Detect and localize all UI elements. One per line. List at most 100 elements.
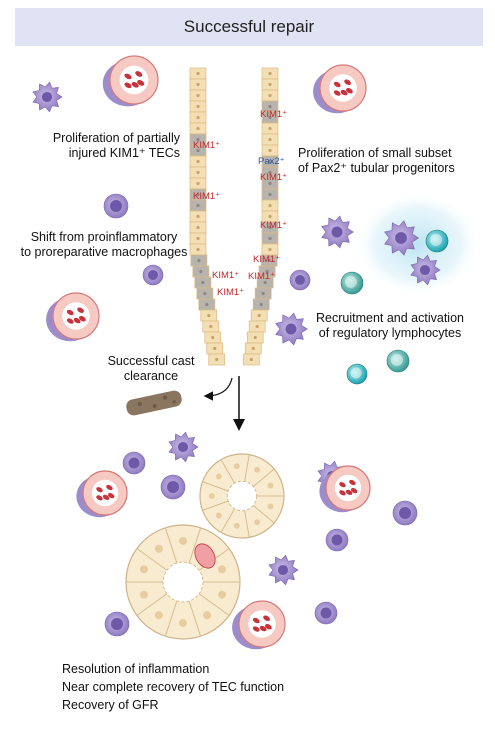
lymphocyte-glow bbox=[356, 192, 480, 296]
cell-nucleus bbox=[249, 357, 253, 362]
label-line: Recruitment and activation bbox=[316, 311, 464, 325]
cell-nucleus bbox=[201, 280, 205, 285]
cell-nucleus bbox=[196, 148, 200, 153]
cell-nucleus bbox=[268, 104, 272, 109]
blood-vessel bbox=[76, 470, 128, 518]
kim1-marker: KIM1⁺ bbox=[253, 254, 280, 265]
cell-nucleus bbox=[268, 126, 272, 131]
cell-nucleus bbox=[268, 225, 272, 230]
cell-nucleus bbox=[196, 159, 200, 164]
header-banner: Successful repair bbox=[15, 8, 483, 46]
cell-nucleus bbox=[261, 291, 265, 296]
cell-nucleus bbox=[253, 335, 257, 340]
label-line: Successful cast bbox=[107, 354, 195, 368]
cell-nucleus bbox=[268, 247, 272, 252]
kim1-marker: KIM1⁺ bbox=[217, 287, 244, 298]
outcome-item: Near complete recovery of TEC function bbox=[62, 680, 285, 694]
cell-nucleus bbox=[268, 93, 272, 98]
cell-nucleus bbox=[259, 302, 263, 307]
tubule-left-wall bbox=[189, 67, 226, 366]
cell-nucleus bbox=[268, 71, 272, 76]
cell-nucleus bbox=[268, 170, 272, 175]
kim1-marker: KIM1⁺ bbox=[193, 140, 220, 151]
cell-nucleus bbox=[207, 313, 211, 318]
label-line: of regulatory lymphocytes bbox=[318, 326, 462, 340]
cast-clearance-arrow bbox=[203, 377, 233, 401]
macrophage bbox=[142, 264, 164, 286]
cell-nucleus bbox=[265, 269, 269, 274]
label-line: of Pax2⁺ tubular progenitors bbox=[298, 161, 455, 175]
blood-vessel bbox=[319, 465, 371, 513]
tubule-cross-section bbox=[125, 524, 241, 640]
cell-nucleus bbox=[196, 192, 200, 197]
label-line: clearance bbox=[123, 369, 179, 383]
cell-nucleus bbox=[197, 258, 201, 263]
cell-nucleus bbox=[196, 93, 200, 98]
macrophage bbox=[104, 611, 130, 637]
cell-nucleus bbox=[268, 137, 272, 142]
cell-nucleus bbox=[199, 269, 203, 274]
cell-nucleus bbox=[196, 104, 200, 109]
macrophage bbox=[314, 601, 338, 625]
tubule-cross-section bbox=[199, 453, 285, 539]
macrophage bbox=[410, 254, 441, 286]
cell-nucleus bbox=[196, 115, 200, 120]
outcome-item: Recovery of GFR bbox=[62, 698, 159, 712]
macrophage bbox=[122, 451, 146, 475]
lymphocyte bbox=[340, 271, 364, 295]
cell-nucleus bbox=[196, 181, 200, 186]
macrophage bbox=[160, 474, 186, 500]
macrophage bbox=[275, 312, 308, 346]
injured-cell bbox=[194, 543, 216, 569]
cell-nucleus bbox=[196, 170, 200, 175]
cell-nucleus bbox=[196, 82, 200, 87]
macrophage bbox=[32, 81, 63, 113]
page-title: Successful repair bbox=[183, 17, 315, 36]
blood-vessel bbox=[102, 55, 159, 107]
tubule-right-wall bbox=[242, 67, 279, 366]
label-line: Shift from proinflammatory bbox=[30, 230, 178, 244]
blood-vessel bbox=[313, 64, 367, 114]
cell-nucleus bbox=[268, 192, 272, 197]
macrophage bbox=[103, 193, 129, 219]
macrophage-shift-label: Shift from proinflammatory to proreparat… bbox=[14, 230, 194, 260]
macrophage bbox=[168, 431, 199, 463]
kim1-marker: KIM1⁺ bbox=[193, 191, 220, 202]
cell-nucleus bbox=[213, 346, 217, 351]
cell-nucleus bbox=[211, 335, 215, 340]
kim1-marker: KIM1⁺ bbox=[260, 220, 287, 231]
label-line: injured KIM1⁺ TECs bbox=[68, 146, 180, 160]
cell-nucleus bbox=[268, 214, 272, 219]
label-line: Proliferation of small subset bbox=[298, 146, 452, 160]
kim1-marker: KIM1⁺ bbox=[212, 270, 239, 281]
label-line: to proreparative macrophages bbox=[20, 245, 188, 259]
cell-nucleus bbox=[268, 203, 272, 208]
pax2-marker: Pax2⁺ bbox=[258, 156, 285, 167]
blood-vessel bbox=[232, 600, 286, 650]
lymphocyte-recruitment-label: Recruitment and activation of regulatory… bbox=[300, 311, 480, 341]
pax2-progenitors-label: Proliferation of small subset of Pax2⁺ t… bbox=[298, 146, 488, 176]
urinary-cast bbox=[126, 390, 182, 416]
cell-nucleus bbox=[196, 247, 200, 252]
cell-nucleus bbox=[255, 324, 259, 329]
cell-nucleus bbox=[215, 357, 219, 362]
macrophage bbox=[384, 220, 420, 256]
macrophage bbox=[321, 215, 354, 249]
cell-nucleus bbox=[196, 71, 200, 76]
cell-nucleus bbox=[257, 313, 261, 318]
label-line: Proliferation of partially bbox=[52, 131, 180, 145]
cell-nucleus bbox=[196, 236, 200, 241]
cell-nucleus bbox=[196, 137, 200, 142]
macrophage bbox=[268, 554, 299, 586]
cell-nucleus bbox=[196, 214, 200, 219]
cast-clearance-label: Successful cast clearance bbox=[96, 354, 206, 384]
kim1-marker: KIM1⁺ bbox=[260, 109, 287, 120]
kim1-proliferation-label: Proliferation of partially injured KIM1⁺… bbox=[40, 131, 180, 161]
blood-vessel bbox=[46, 292, 100, 342]
macrophage bbox=[289, 269, 311, 291]
cell-nucleus bbox=[205, 302, 209, 307]
lymphocyte bbox=[386, 349, 410, 373]
lymphocyte bbox=[346, 363, 368, 385]
cell-nucleus bbox=[268, 181, 272, 186]
